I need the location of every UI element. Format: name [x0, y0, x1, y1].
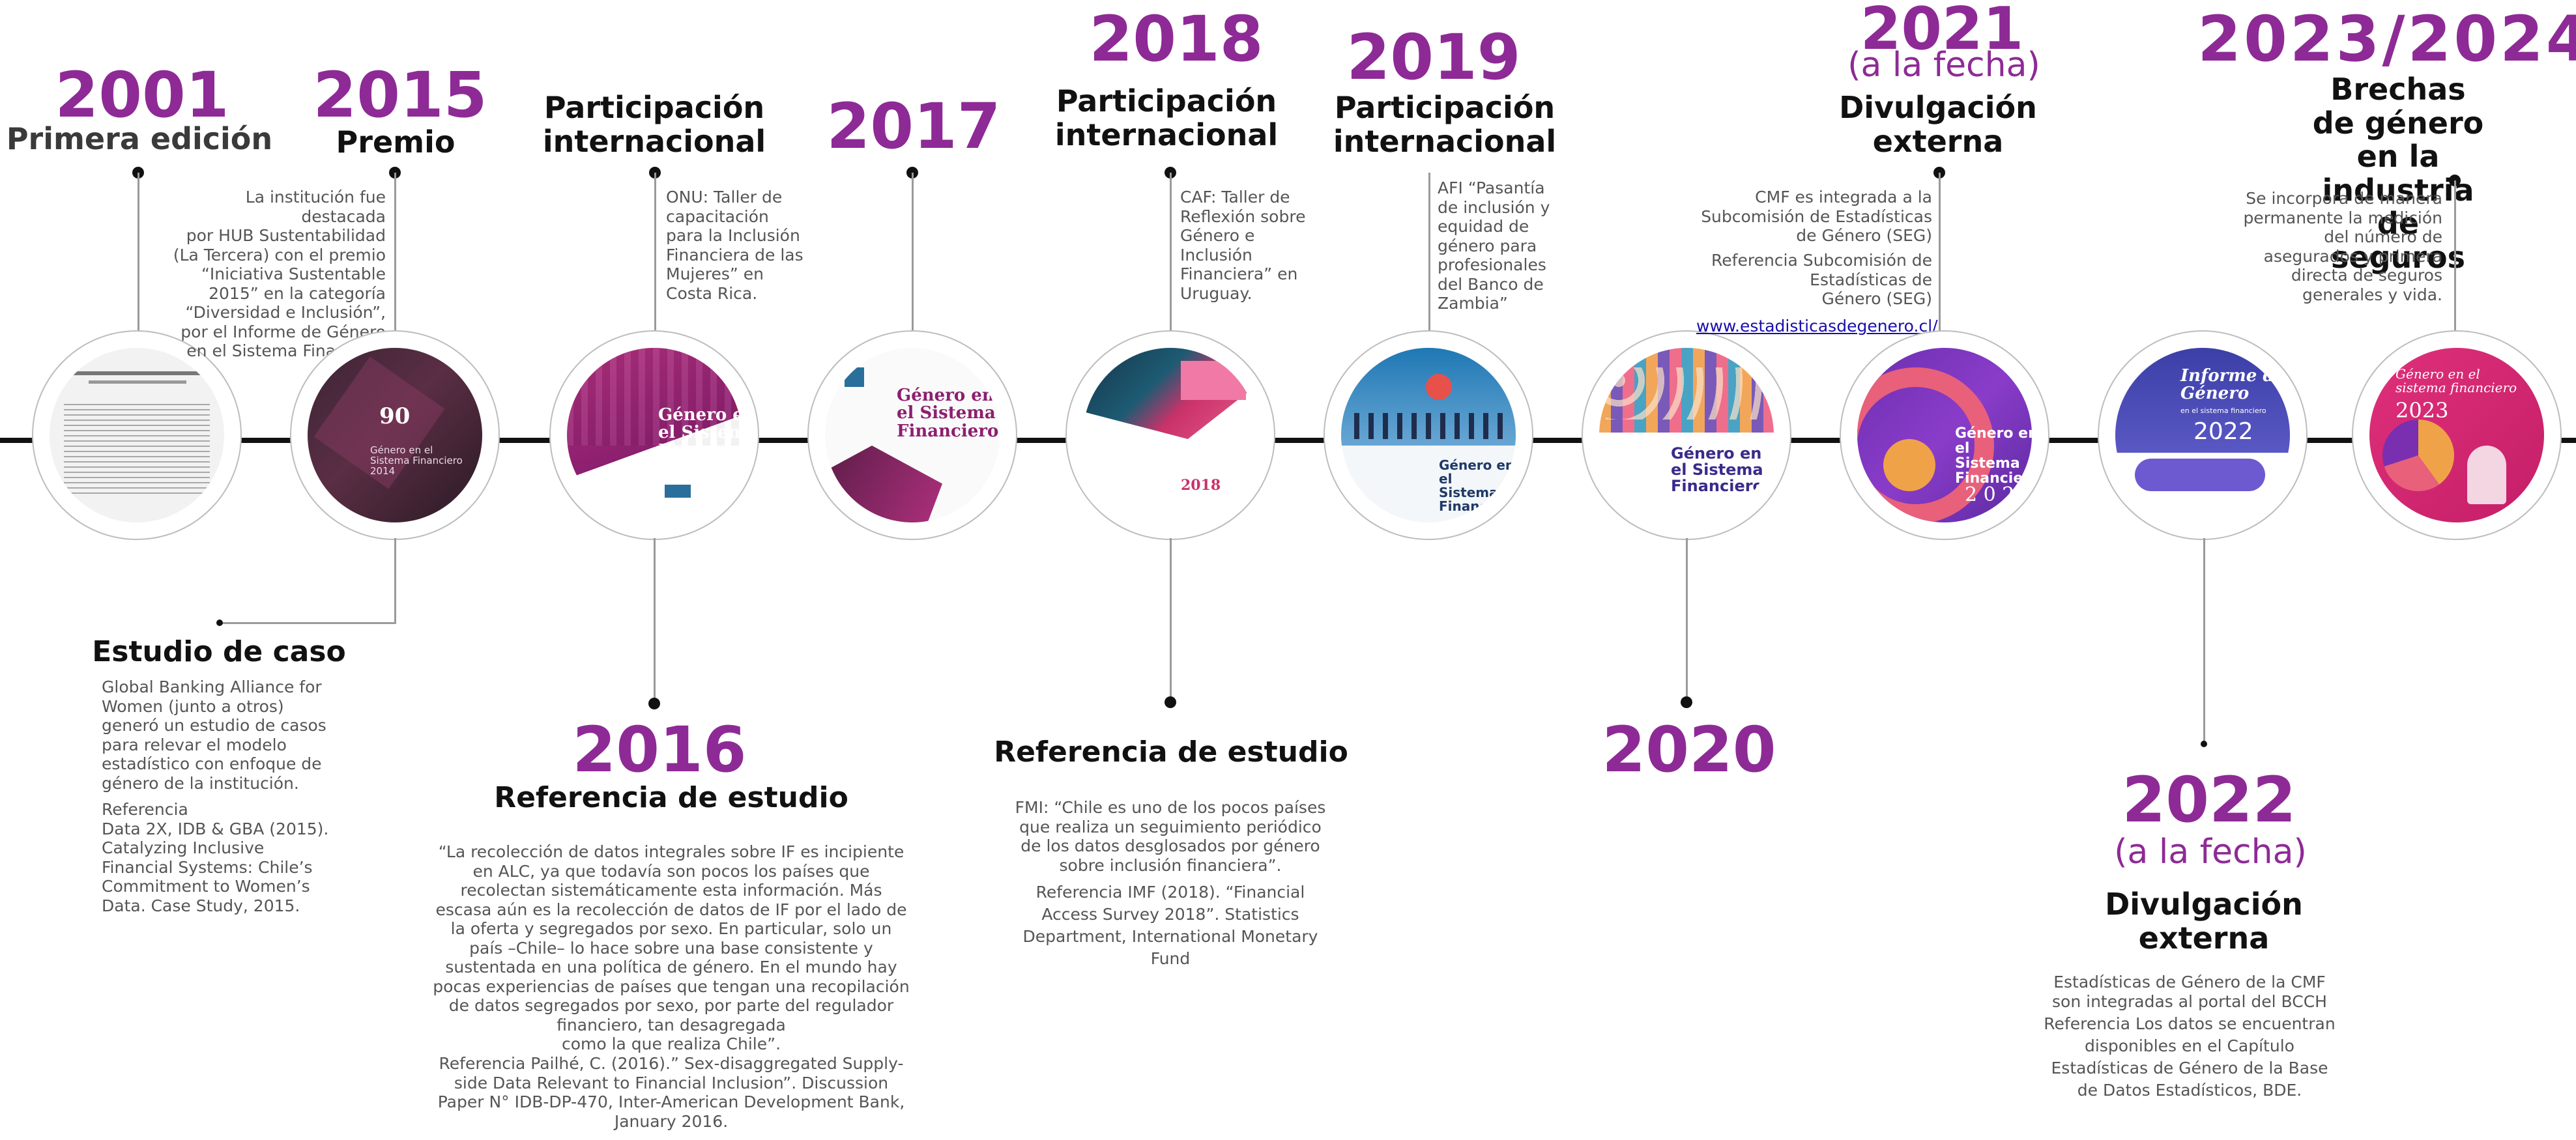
marker-dot — [1165, 696, 1176, 708]
connector-line — [2203, 538, 2205, 744]
event-2021-title: Divulgación externa — [1839, 90, 2037, 159]
connector-line — [394, 173, 396, 332]
event-2001-title: Primera edición — [6, 121, 273, 156]
case-study-description: Global Banking Alliance for Women (junto… — [102, 677, 326, 793]
year-2022: 2022 — [2122, 763, 2296, 836]
cover-title: Género en el sistema financiero — [2395, 366, 2517, 395]
event-2019-description: AFI “Pasantía de inclusión y equidad de … — [1438, 178, 1550, 313]
connector-line — [394, 538, 396, 624]
year-2016: 2016 — [572, 713, 747, 786]
connector-line — [1686, 538, 1688, 702]
year-2018: 2018 — [1089, 3, 1264, 76]
event-2016-description: “La recolección de datos integrales sobr… — [433, 842, 910, 1053]
event-2018-title: Participación internacional — [1054, 83, 1279, 152]
timeline-axis — [0, 438, 2576, 443]
event-2018-description: CAF: Taller de Reflexión sobre Género e … — [1180, 188, 1306, 303]
event-2022-reference: Referencia Los datos se encuentran dispo… — [2044, 1014, 2336, 1100]
event-2015-title: Premio — [336, 124, 456, 160]
event-2021-reference: Referencia Subcomisión de Estadísticas d… — [1711, 251, 1932, 308]
cover-2019: Género en el Sistema Financiero — [1324, 330, 1533, 540]
connector-line — [654, 538, 656, 704]
cover-2022: Informe de Género en el sistema financie… — [2098, 330, 2308, 540]
cover-2023: Género en el sistema financiero 2023 — [2352, 330, 2562, 540]
connector-line — [137, 173, 139, 335]
cover-title: Género en el Sistema Financiero 2014 — [370, 444, 463, 477]
year-2015: 2015 — [313, 59, 487, 132]
marker-dot — [2201, 741, 2207, 747]
marker-dot — [648, 698, 660, 709]
event-2015-description: La institución fue destacada por HUB Sus… — [173, 188, 386, 360]
cover-title: Género en el Sistema Financiero — [1955, 425, 2032, 487]
cover-year: 2 0 2 — [1965, 483, 2015, 506]
event-participation-description: ONU: Taller de capacitación para la Incl… — [666, 188, 803, 303]
estadisticas-link[interactable]: www.estadisticasdegenero.cl/ — [1696, 317, 1938, 335]
cover-title: Género en el Sistema Financiero — [1439, 457, 1516, 514]
year-2021: 2021 — [1860, 0, 2024, 63]
connector-line — [1939, 173, 1941, 332]
connector-line — [2454, 180, 2456, 332]
year-2001: 2001 — [55, 59, 229, 132]
event-2022-description: Estadísticas de Género de la CMF son int… — [2052, 973, 2327, 1011]
marker-dot — [216, 620, 223, 626]
cover-year: 2022 — [2193, 418, 2253, 445]
ref-study-reference: Referencia IMF (2018). “Financial Access… — [1022, 883, 1318, 968]
cover-2020: Género en el Sistema Financiero — [1582, 330, 1791, 540]
connector-line — [912, 173, 914, 332]
cover-year: 2018 — [1181, 477, 1221, 494]
cover-2016: Género en el Sistema Financiero — [549, 330, 759, 540]
connector-line — [654, 173, 656, 332]
event-2016-title: Referencia de estudio — [494, 781, 848, 814]
event-participation-title: Participación internacional — [542, 90, 766, 159]
marker-dot — [1681, 696, 1692, 708]
event-2023-title: Brechas de género en la industria de seg… — [2312, 72, 2484, 275]
event-2022-subtitle: (a la fecha) — [2114, 833, 2307, 872]
ref-study-title: Referencia de estudio — [994, 735, 1348, 769]
cover-title: Informe de Género — [2180, 366, 2286, 404]
ref-study-description: FMI: “Chile es uno de los pocos países q… — [1015, 798, 1326, 875]
connector-line — [220, 622, 396, 624]
year-2019: 2019 — [1346, 21, 1521, 94]
cover-2018: 2018 — [1065, 330, 1275, 540]
cover-badge: 90 — [379, 403, 411, 429]
year-2017: 2017 — [826, 90, 1001, 163]
cover-year: 2023 — [2395, 398, 2449, 423]
cover-2017: Género en el Sistema Financiero — [807, 330, 1017, 540]
connector-line — [1170, 538, 1172, 704]
connector-line — [1170, 173, 1172, 332]
cover-2015: 90 Género en el Sistema Financiero 2014 — [290, 330, 500, 540]
cover-2021: Género en el Sistema Financiero 2 0 2 — [1840, 330, 2049, 540]
event-2019-title: Participación internacional — [1333, 90, 1557, 159]
cover-title: Género en el Sistema Financiero — [897, 386, 999, 441]
cover-title: Género en el Sistema Financiero — [658, 405, 742, 461]
year-2023-2024: 2023/2024 — [2197, 3, 2576, 76]
cover-subtitle: en el sistema financiero — [2180, 406, 2266, 415]
connector-line — [1428, 173, 1430, 332]
cover-title: Género en el Sistema Financiero — [1671, 444, 1764, 496]
event-2023-description: Se incorpora de manera permanente la med… — [2243, 189, 2442, 304]
event-2016-reference: Referencia Pailhé, C. (2016).” Sex-disag… — [437, 1054, 905, 1131]
event-2022-title: Divulgación externa — [2105, 887, 2303, 956]
year-2020: 2020 — [1602, 713, 1776, 786]
event-2021-description: CMF es integrada a la Subcomisión de Est… — [1701, 188, 1932, 245]
cover-2001 — [32, 330, 242, 540]
case-study-title: Estudio de caso — [92, 635, 346, 668]
event-2021-subtitle: (a la fecha) — [1847, 46, 2040, 85]
case-study-reference: Referencia Data 2X, IDB & GBA (2015). Ca… — [102, 800, 329, 915]
